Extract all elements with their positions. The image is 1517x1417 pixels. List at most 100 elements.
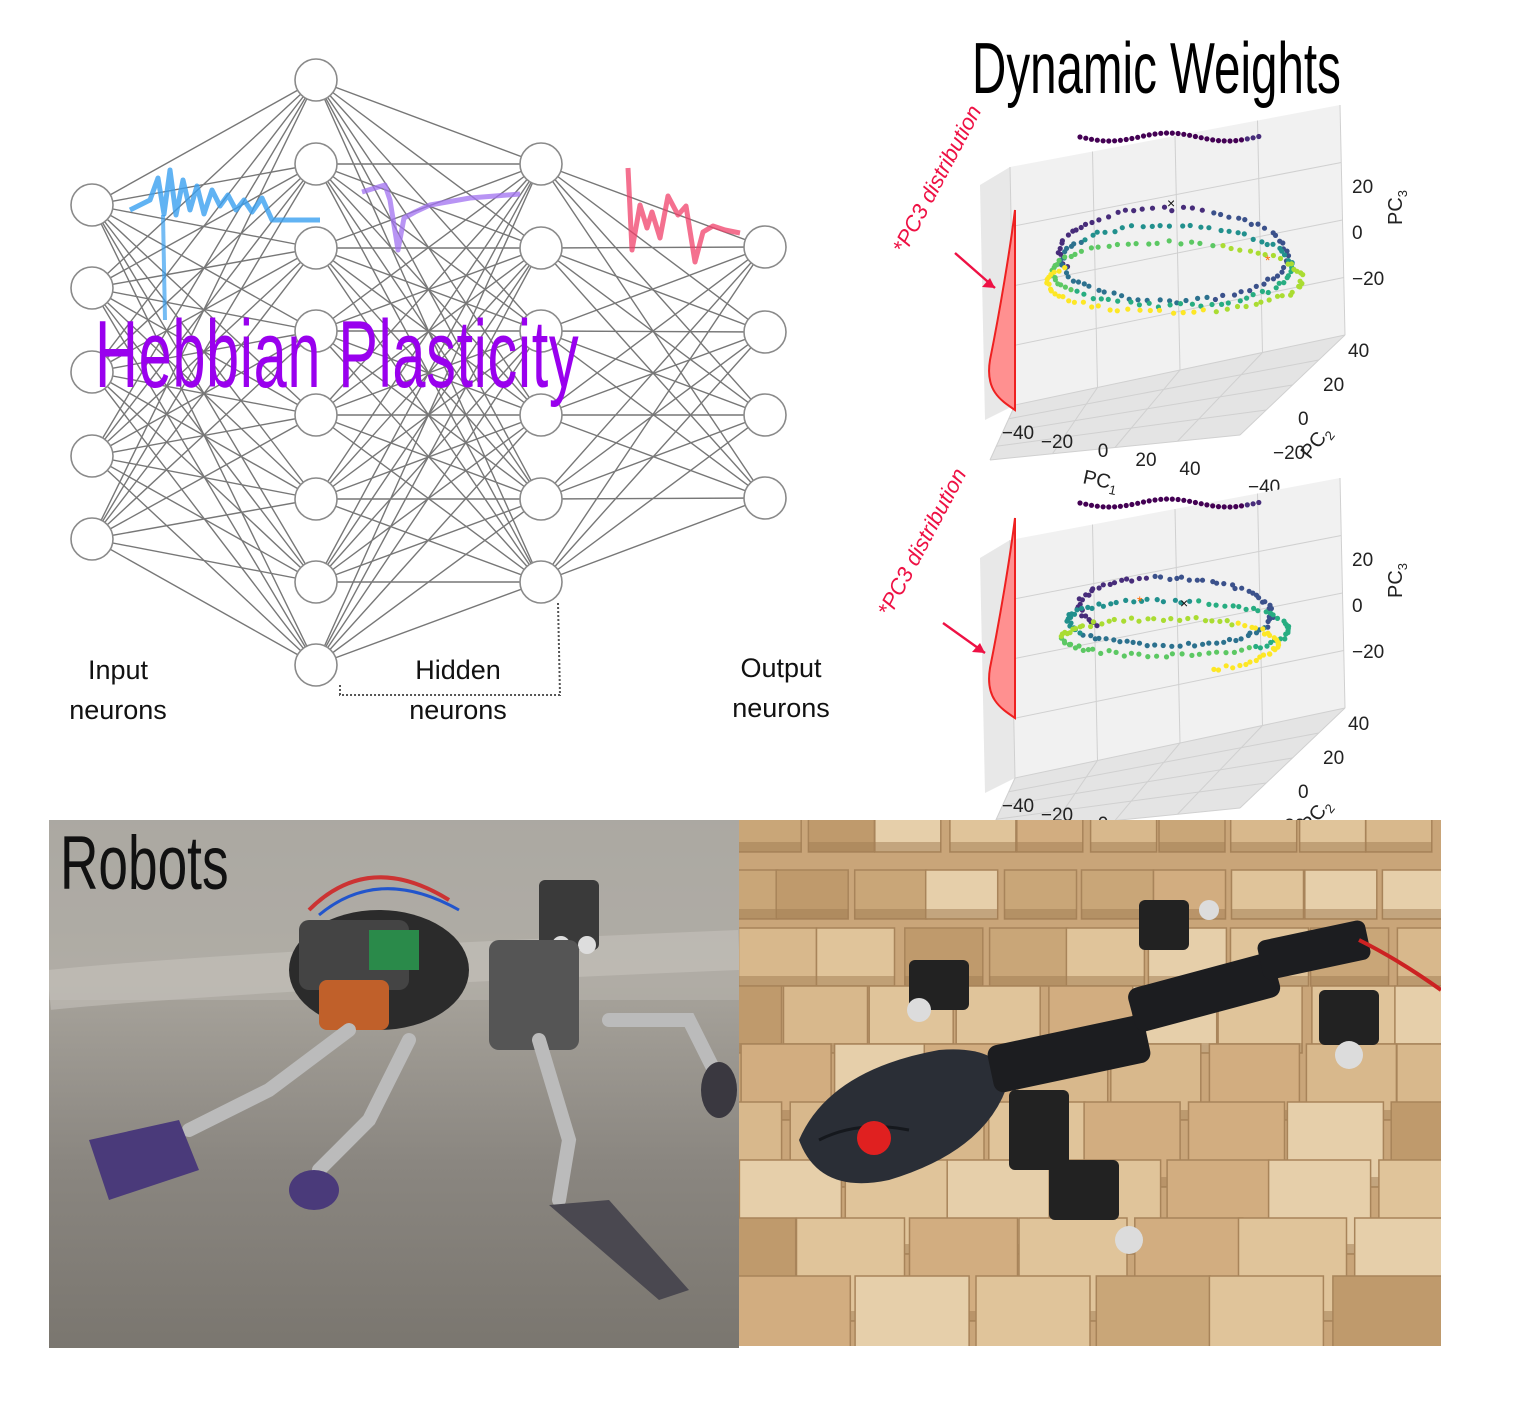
trajectory-point <box>1282 636 1288 642</box>
trajectory-point <box>1189 652 1195 659</box>
trajectory-point <box>1051 269 1057 275</box>
trajectory-point <box>1081 281 1087 287</box>
connection-line <box>315 581 542 666</box>
robots-title: Robots <box>60 821 229 906</box>
trajectory-point <box>1125 241 1131 247</box>
pc2-tick: 40 <box>1348 341 1369 362</box>
trajectory-point <box>1214 649 1220 655</box>
wood-block-edge <box>1016 842 1083 852</box>
trajectory-point <box>1224 306 1230 312</box>
wood-block <box>1332 1275 1441 1346</box>
end-marker: × <box>1167 195 1175 211</box>
trajectory-point <box>1244 295 1250 301</box>
trajectory-point <box>1158 496 1164 502</box>
trajectory-point <box>1123 136 1129 143</box>
trajectory-point <box>1111 616 1117 623</box>
trajectory-point <box>1178 241 1184 247</box>
trajectory-point <box>1146 300 1152 306</box>
trajectory-point <box>1114 308 1120 314</box>
trajectory-point <box>1178 600 1184 606</box>
trajectory-point <box>1157 574 1164 580</box>
trajectory-point <box>1081 291 1087 297</box>
output-neurons-label: Output neurons <box>711 648 851 728</box>
trajectory-point <box>1178 574 1185 580</box>
trajectory-point <box>1258 299 1264 305</box>
trajectory-point <box>1206 225 1212 231</box>
trajectory-point <box>1067 630 1073 636</box>
trajectory-point <box>1253 657 1259 664</box>
trajectory-point <box>1100 504 1106 510</box>
neuron-node <box>294 477 338 521</box>
pc1-tick: 40 <box>1179 459 1200 480</box>
trajectory-point <box>1079 613 1085 619</box>
trajectory-point <box>1094 503 1100 509</box>
end-marker: × <box>1180 595 1188 611</box>
trajectory-point <box>1096 217 1102 223</box>
trajectory-point <box>1107 581 1113 588</box>
trajectory-point <box>1233 138 1239 144</box>
trajectory-point <box>1268 605 1274 612</box>
trajectory-point <box>1215 504 1222 510</box>
wood-block-edge <box>1310 976 1389 986</box>
trajectory-point <box>1136 640 1143 646</box>
trajectory-point <box>1242 623 1248 629</box>
trajectory-point <box>1075 279 1082 285</box>
neurons <box>70 58 787 687</box>
trajectory-point <box>1238 137 1245 143</box>
trajectory-point <box>1243 303 1249 310</box>
trajectory-point <box>1268 639 1274 646</box>
floor-pane <box>990 335 1345 460</box>
trajectory-point <box>1133 241 1139 247</box>
trajectory-point <box>1235 620 1241 626</box>
start-marker: * <box>1265 252 1271 268</box>
trajectory-point <box>1181 497 1187 503</box>
trajectory-point <box>1189 205 1195 211</box>
trajectory-point <box>1198 135 1204 141</box>
trajectory-point <box>1199 577 1206 583</box>
trajectory-point <box>1124 576 1130 582</box>
trajectory-point <box>1283 631 1289 637</box>
trajectory-point <box>1234 303 1241 310</box>
trajectory-point <box>1221 581 1227 587</box>
pc2-tick: 20 <box>1323 748 1344 769</box>
wood-block-edge <box>1230 842 1297 852</box>
trajectory-point <box>1066 641 1072 648</box>
wood-block <box>1208 1275 1325 1346</box>
trajectory-point <box>1048 286 1054 292</box>
trajectory-point <box>1209 618 1215 624</box>
connection-line <box>540 246 766 249</box>
trajectory-point <box>1140 224 1146 230</box>
connection-line <box>540 247 766 333</box>
trajectory-point <box>1083 501 1089 507</box>
trajectory-point <box>1230 603 1236 609</box>
trajectory-point <box>1096 287 1102 293</box>
trajectory-point <box>1095 244 1101 250</box>
trajectory-point <box>1172 597 1178 603</box>
trajectory-point <box>1257 645 1263 651</box>
connection-line <box>91 79 317 289</box>
trajectory-point <box>1103 636 1109 642</box>
wood-block-edge <box>1382 909 1441 919</box>
trajectory-point <box>1128 615 1135 621</box>
trajectory-point <box>1123 502 1129 509</box>
trajectory-point <box>1157 297 1163 303</box>
trajectory-point <box>1083 613 1089 619</box>
wood-block-edge <box>1066 976 1145 986</box>
trajectory-point <box>1192 133 1198 140</box>
trajectory-point <box>1129 135 1135 142</box>
trajectory-point <box>1177 301 1184 307</box>
trajectory-point <box>1221 639 1227 645</box>
trajectory-point <box>1121 618 1127 624</box>
trajectory-point <box>1211 210 1217 216</box>
trajectory-point <box>1065 274 1071 280</box>
trajectory-point <box>1187 498 1193 504</box>
hidden-neurons-label-line2: neurons <box>409 695 507 725</box>
wood-block-edge <box>1159 842 1225 852</box>
connection-line <box>91 498 317 540</box>
trajectory-point <box>1238 289 1244 295</box>
trajectory-point <box>1288 261 1295 267</box>
wood-block-edge <box>776 909 849 919</box>
wood-block-edge <box>739 842 802 852</box>
connection-line <box>91 414 317 540</box>
